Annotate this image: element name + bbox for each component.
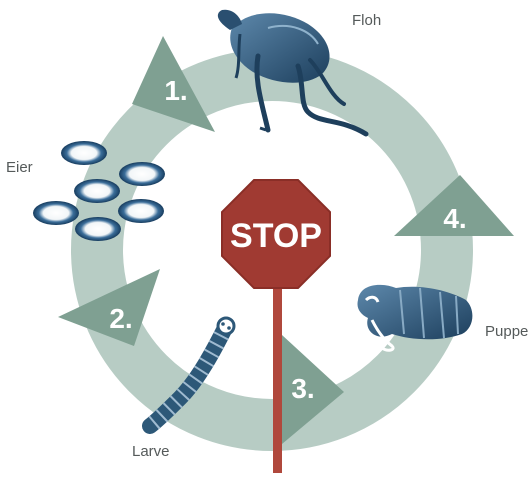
egg — [61, 141, 107, 165]
eggs-label: Eier — [6, 159, 33, 176]
step-4-label: 4. — [443, 203, 466, 234]
egg — [119, 162, 165, 186]
egg — [33, 201, 79, 225]
egg — [74, 179, 120, 203]
egg — [118, 199, 164, 223]
larva-label: Larve — [132, 443, 170, 460]
stop-sign-post — [273, 268, 282, 473]
stop-sign-text: STOP — [230, 217, 322, 255]
pupa-label: Puppe — [485, 323, 528, 340]
step-2-label: 2. — [109, 303, 132, 334]
stop-sign: STOP — [222, 180, 330, 288]
adult-flea-label: Floh — [352, 12, 381, 29]
egg — [75, 217, 121, 241]
step-1-label: 1. — [164, 75, 187, 106]
step-3-label: 3. — [291, 373, 314, 404]
